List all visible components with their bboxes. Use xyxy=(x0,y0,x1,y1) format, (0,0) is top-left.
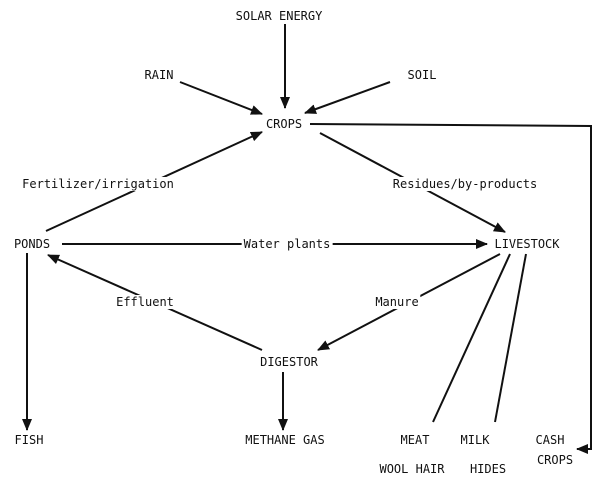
node-cash-crops-line1: CASH xyxy=(533,433,567,447)
line-livestock-to-milk xyxy=(494,253,527,423)
line-livestock-to-meat xyxy=(432,253,511,423)
node-cash-crops-line2: CROPS xyxy=(534,453,576,467)
node-wool-hair: WOOL HAIR xyxy=(377,462,447,476)
node-digestor: DIGESTOR xyxy=(258,355,320,369)
node-soil: SOIL xyxy=(405,68,439,82)
node-fish: FISH xyxy=(12,433,46,447)
edge-label-manure: Manure xyxy=(373,295,421,309)
node-rain: RAIN xyxy=(142,68,176,82)
edge-label-fertilizer-irrigation: Fertilizer/irrigation xyxy=(20,177,176,191)
node-hides: HIDES xyxy=(467,462,509,476)
arrow-soil-to-crops xyxy=(304,81,391,114)
node-methane-gas: METHANE GAS xyxy=(243,433,327,447)
arrow-rain-to-crops xyxy=(179,81,263,115)
node-milk: MILK xyxy=(458,433,492,447)
node-solar-energy: SOLAR ENERGY xyxy=(233,9,325,23)
node-livestock: LIVESTOCK xyxy=(492,237,562,251)
node-meat: MEAT xyxy=(398,433,432,447)
edge-label-water-plants: Water plants xyxy=(241,237,333,251)
edge-label-residues-byproducts: Residues/by-products xyxy=(390,177,540,191)
arrow-crops-to-cash-crops xyxy=(309,123,592,454)
edge-label-effluent: Effluent xyxy=(114,295,176,309)
node-ponds: PONDS xyxy=(11,237,53,251)
node-crops: CROPS xyxy=(263,117,305,131)
